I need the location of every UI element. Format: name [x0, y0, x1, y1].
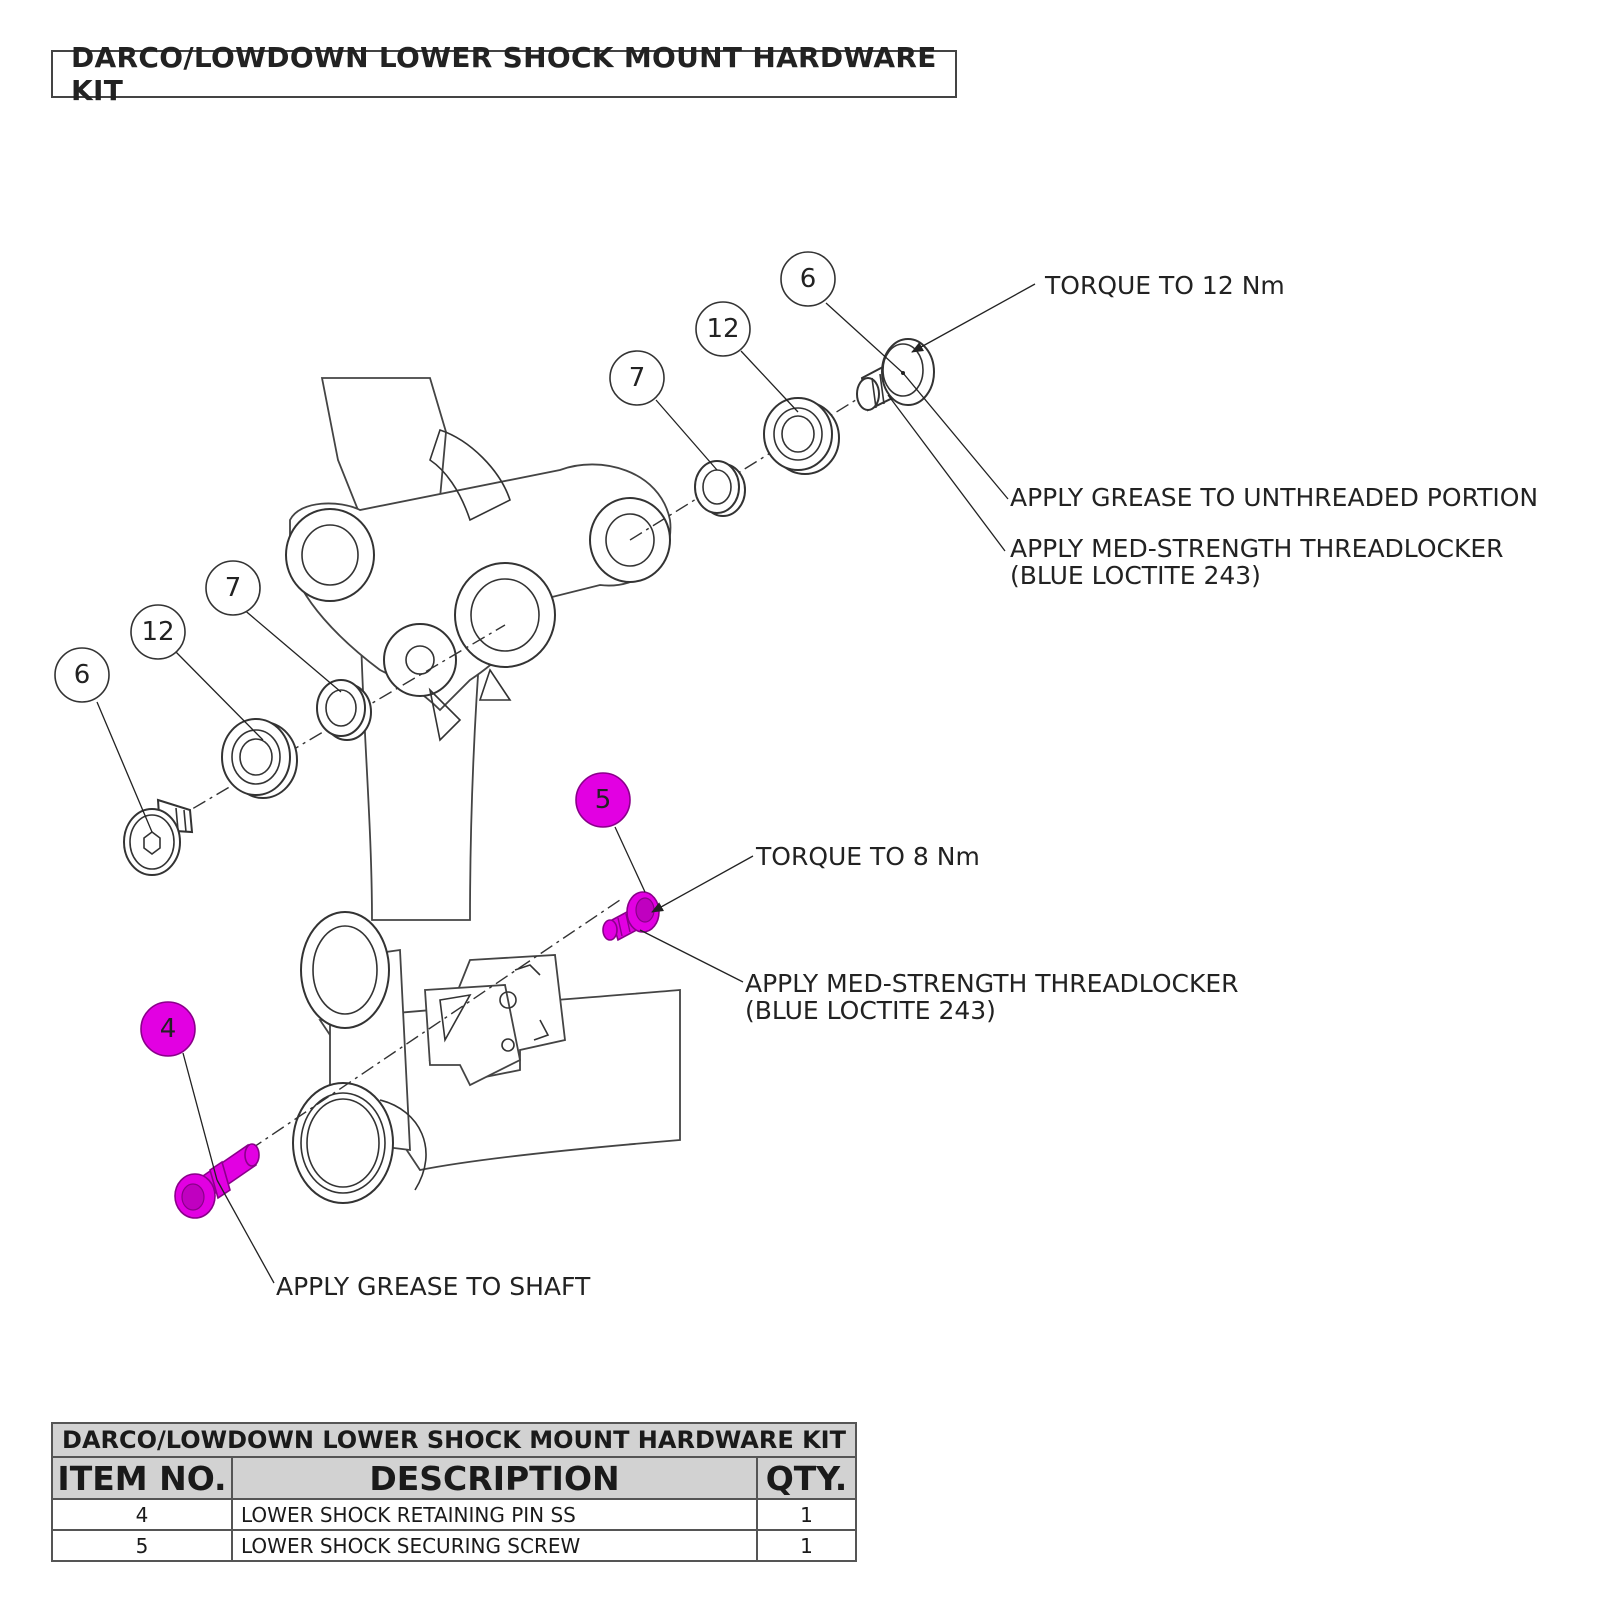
bom-cell-description: LOWER SHOCK RETAINING PIN SS — [231, 1498, 758, 1531]
callout-threadlocker-top-line2: (BLUE LOCTITE 243) — [1010, 561, 1261, 590]
bom-header-item: ITEM NO. — [51, 1456, 233, 1500]
exploded-assembly-drawing: 6 12 7 7 12 6 5 4 TORQUE TO 12 Nm APPLY … — [54, 251, 1538, 1301]
svg-text:6: 6 — [74, 660, 91, 690]
left-hardware-stack — [123, 679, 372, 876]
callout-grease-unthreaded: APPLY GREASE TO UNTHREADED PORTION — [1010, 483, 1538, 512]
frame-body — [292, 377, 681, 1204]
bom-cell-qty: 1 — [756, 1529, 857, 1562]
bom-cell-item: 5 — [51, 1529, 233, 1562]
bom-title: DARCO/LOWDOWN LOWER SHOCK MOUNT HARDWARE… — [51, 1422, 857, 1458]
bubble-left-6: 6 — [54, 647, 110, 703]
bom-header-qty: QTY. — [756, 1456, 857, 1500]
table-row: 5 LOWER SHOCK SECURING SCREW 1 — [51, 1529, 857, 1562]
shock-mount-bracket — [424, 954, 566, 1087]
svg-text:12: 12 — [706, 314, 739, 344]
callout-threadlocker-top-line1: APPLY MED-STRENGTH THREADLOCKER — [1010, 534, 1504, 563]
svg-text:7: 7 — [225, 573, 242, 603]
bubble-left-12: 12 — [130, 604, 186, 660]
callout-threadlocker-mid-line2: (BLUE LOCTITE 243) — [745, 996, 996, 1025]
bom-cell-description: LOWER SHOCK SECURING SCREW — [231, 1529, 758, 1562]
bill-of-materials-table: DARCO/LOWDOWN LOWER SHOCK MOUNT HARDWARE… — [51, 1422, 857, 1562]
bom-cell-item: 4 — [51, 1498, 233, 1531]
bubble-item-5: 5 — [575, 772, 631, 828]
callout-grease-shaft: APPLY GREASE TO SHAFT — [276, 1272, 591, 1301]
callout-torque-8: TORQUE TO 8 Nm — [755, 842, 980, 871]
bom-header-description: DESCRIPTION — [231, 1456, 758, 1500]
bubble-top-12: 12 — [695, 301, 751, 357]
svg-text:12: 12 — [141, 617, 174, 647]
page-title: DARCO/LOWDOWN LOWER SHOCK MOUNT HARDWARE… — [71, 41, 937, 107]
svg-text:6: 6 — [800, 264, 817, 294]
table-row: 4 LOWER SHOCK RETAINING PIN SS 1 — [51, 1498, 857, 1531]
callout-torque-12: TORQUE TO 12 Nm — [1044, 271, 1285, 300]
bubble-left-7: 7 — [205, 560, 261, 616]
svg-text:4: 4 — [160, 1014, 177, 1044]
bom-header-row: ITEM NO. DESCRIPTION QTY. — [51, 1456, 857, 1500]
svg-text:7: 7 — [629, 363, 646, 393]
svg-text:5: 5 — [595, 785, 612, 815]
bubble-top-7: 7 — [609, 350, 665, 406]
item-4-pin-highlight — [174, 1143, 260, 1219]
bom-cell-qty: 1 — [756, 1498, 857, 1531]
item-5-screw-highlight — [602, 891, 660, 942]
bubble-top-6: 6 — [780, 251, 836, 307]
callout-threadlocker-mid-line1: APPLY MED-STRENGTH THREADLOCKER — [745, 969, 1239, 998]
title-box: DARCO/LOWDOWN LOWER SHOCK MOUNT HARDWARE… — [51, 41, 957, 107]
top-hardware-stack — [694, 338, 935, 517]
rocker-link — [285, 428, 672, 742]
bubble-item-4: 4 — [140, 1001, 196, 1057]
leader-lines — [96, 283, 1036, 1284]
